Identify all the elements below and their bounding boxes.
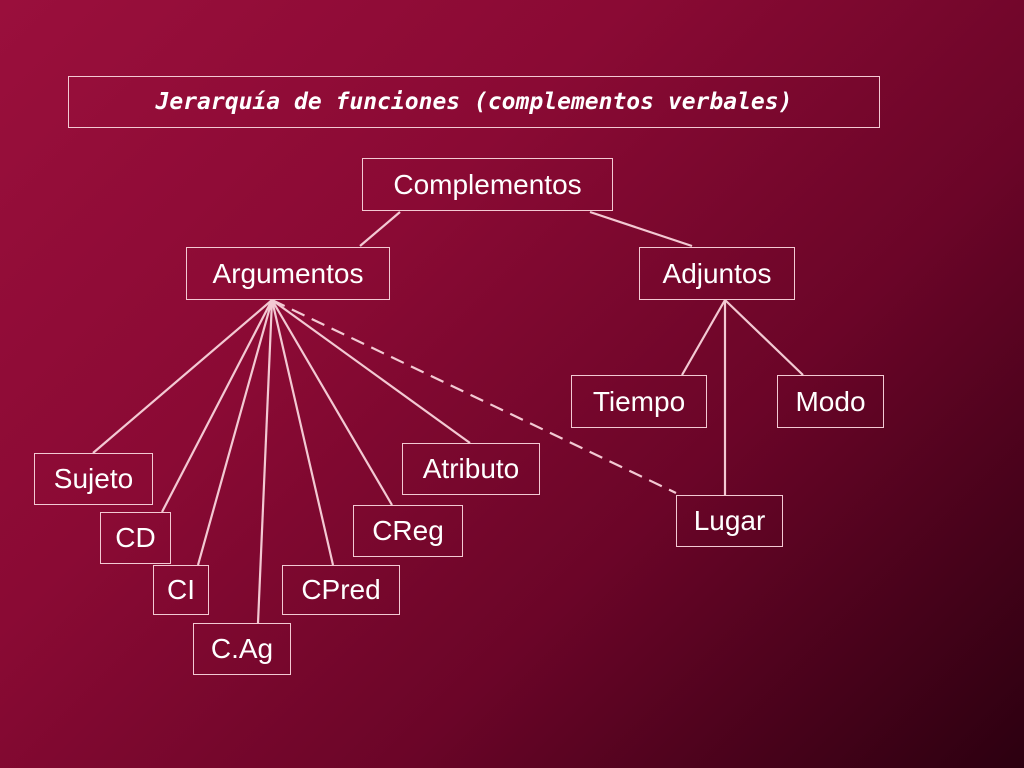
node-cpred: CPred: [282, 565, 400, 615]
node-argumentos: Argumentos: [186, 247, 390, 300]
node-atributo: Atributo: [402, 443, 540, 495]
node-modo: Modo: [777, 375, 884, 428]
edge-complementos-argumentos: [359, 211, 401, 247]
node-adjuntos: Adjuntos: [639, 247, 795, 300]
node-lugar: Lugar: [676, 495, 783, 547]
node-cd: CD: [100, 512, 171, 564]
edge-argumentos-atributo: [271, 299, 471, 444]
node-ci: CI: [153, 565, 209, 615]
node-complementos: Complementos: [362, 158, 613, 211]
edge-adjuntos-tiempo: [681, 299, 726, 376]
slide-title: Jerarquía de funciones (complementos ver…: [68, 76, 880, 128]
edge-argumentos-cag: [256, 299, 274, 624]
edge-adjuntos-modo: [724, 299, 804, 376]
node-cag: C.Ag: [193, 623, 291, 675]
edge-argumentos-cpred: [270, 299, 335, 566]
edge-argumentos-cd: [161, 299, 273, 513]
edge-complementos-adjuntos: [589, 210, 693, 248]
edge-argumentos-ci: [196, 299, 274, 566]
edge-argumentos-sujeto: [92, 299, 273, 454]
node-tiempo: Tiempo: [571, 375, 707, 428]
node-creg: CReg: [353, 505, 463, 557]
edge-argumentos-lugar-dashed: [271, 299, 677, 494]
node-sujeto: Sujeto: [34, 453, 153, 505]
edge-argumentos-creg: [271, 299, 393, 506]
